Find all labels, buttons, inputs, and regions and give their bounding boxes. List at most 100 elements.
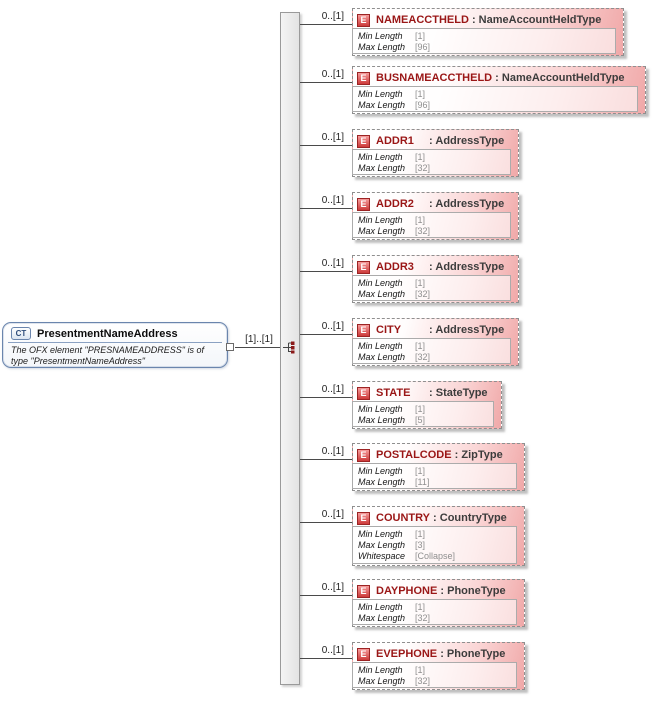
- connector-line: [300, 334, 352, 335]
- element-icon: E: [357, 323, 370, 337]
- complex-type-title: PresentmentNameAddress: [37, 327, 178, 340]
- connector-line: [300, 459, 352, 460]
- element-header: E NAMEACCTHELD : NameAccountHeldType: [353, 9, 623, 28]
- element-node-addr1[interactable]: E ADDR1 : AddressType Min Length[1] Max …: [352, 129, 519, 177]
- complex-type-icon: CT: [11, 327, 31, 340]
- element-type: AddressType: [435, 135, 505, 147]
- facet-label: Max Length: [358, 477, 406, 487]
- element-type: AddressType: [435, 261, 505, 273]
- facet-row: Max Length[5]: [353, 415, 493, 426]
- facet-label: Min Length: [358, 529, 403, 539]
- facet-label: Max Length: [358, 676, 406, 686]
- element-node-city[interactable]: E CITY : AddressType Min Length[1] Max L…: [352, 318, 519, 366]
- facet-value: [1]: [415, 665, 426, 675]
- element-header: E CITY : AddressType: [353, 319, 518, 338]
- facet-value: [1]: [415, 602, 426, 612]
- facet-row: Max Length [32]: [353, 676, 516, 687]
- facet-value: [1]: [415, 529, 426, 539]
- element-header: E STATE : StateType: [353, 382, 501, 401]
- element-header: E DAYPHONE : PhoneType: [353, 580, 524, 599]
- facets-box: Min Length[1] Max Length[96]: [352, 28, 616, 54]
- facet-label: Max Length: [358, 540, 406, 550]
- facet-label: Min Length: [358, 602, 403, 612]
- facets-box: Min Length[1] Max Length[5]: [352, 401, 494, 427]
- element-node-state[interactable]: E STATE : StateType Min Length[1] Max Le…: [352, 381, 502, 429]
- type-separator: :: [426, 387, 436, 399]
- facet-row: Min Length [1]: [353, 602, 516, 613]
- facets-box: Min Length[1] Max Length[32]: [352, 338, 511, 364]
- facet-value: [96]: [415, 42, 431, 52]
- element-type: StateType: [435, 387, 488, 399]
- element-icon: E: [357, 197, 370, 211]
- facets-box: Min Length [1] Max Length [32]: [352, 662, 517, 688]
- cardinality-label: 0..[1]: [321, 446, 344, 457]
- cardinality-label: 0..[1]: [321, 11, 344, 22]
- element-name: EVEPHONE: [376, 648, 438, 660]
- facet-value: [1]: [415, 278, 426, 288]
- complex-type-description: The OFX element "PRESNAMEADDRESS" is of …: [11, 345, 204, 366]
- cardinality-label: [1]..[1]: [245, 334, 273, 345]
- element-node-dayphone[interactable]: E DAYPHONE : PhoneType Min Length [1] Max…: [352, 579, 525, 627]
- facets-box: Min Length [1] Max Length [3] Whitespace [C…: [352, 526, 517, 564]
- complex-type-header: CT PresentmentNameAddress: [3, 323, 227, 341]
- facet-row: Min Length[1]: [353, 341, 510, 352]
- facet-row: Max Length[96]: [353, 100, 637, 111]
- facets-box: Min Length[1] Max Length[32]: [352, 212, 511, 238]
- facet-row: Max Length[32]: [353, 613, 516, 624]
- element-node-postalcode[interactable]: E POSTALCODE : ZipType Min Length [1] Max…: [352, 443, 525, 491]
- expand-handle[interactable]: [226, 343, 234, 351]
- facet-row: Min Length[1]: [353, 278, 510, 289]
- facets-box: Min Length[1] Max Length[32]: [352, 275, 511, 301]
- facet-label: Min Length: [358, 404, 403, 414]
- element-node-busnameacctheld[interactable]: E BUSNAMEACCTHELD : NameAccountHeldType …: [352, 66, 646, 114]
- facet-value: [5]: [415, 415, 426, 425]
- facet-row: Min Length[1]: [353, 215, 510, 226]
- facet-row: Min Length [1]: [353, 665, 516, 676]
- element-icon: E: [357, 584, 370, 598]
- facet-row: Max Length[32]: [353, 289, 510, 300]
- facet-label: Min Length: [358, 215, 403, 225]
- facet-row: Max Length [3]: [353, 540, 516, 551]
- facet-value: [1]: [415, 341, 426, 351]
- facet-value: [Collapse]: [415, 551, 456, 561]
- facet-label: Min Length: [358, 152, 403, 162]
- element-node-country[interactable]: E COUNTRY : CountryType Min Length[1] Ma…: [352, 506, 525, 566]
- type-separator: :: [437, 648, 447, 660]
- element-node-evephone[interactable]: E EVEPHONE : PhoneType Min Length[1] Max…: [352, 642, 525, 690]
- facet-row: Whitespace [Collapse]: [353, 551, 516, 562]
- connector-line: [300, 208, 352, 209]
- facet-row: Max Length[32]: [353, 352, 510, 363]
- cardinality-label: 0..[1]: [321, 384, 344, 395]
- element-node-addr3[interactable]: E ADDR3 : AddressType Min Length[1] Max …: [352, 255, 519, 303]
- type-separator: :: [451, 449, 462, 461]
- element-node-nameacctheld[interactable]: E NAMEACCTHELD : NameAccountHeldType Min…: [352, 8, 624, 56]
- facet-label: Max Length: [358, 226, 406, 236]
- connector-line: [300, 595, 352, 596]
- element-name: DAYPHONE: [376, 585, 438, 597]
- facet-label: Max Length: [358, 352, 406, 362]
- complex-type-node[interactable]: CT PresentmentNameAddress The OFX elemen…: [2, 322, 228, 368]
- facet-value: [32]: [415, 676, 431, 686]
- element-type: AddressType: [435, 324, 505, 336]
- connector-line: [300, 397, 352, 398]
- facet-row: Min Length [1]: [353, 529, 516, 540]
- facet-row: Max Length[11]: [353, 477, 516, 488]
- element-icon: E: [357, 134, 370, 148]
- facet-row: Min Length [1]: [353, 466, 516, 477]
- facets-box: Min Length [1] Max Length[32]: [352, 599, 517, 625]
- facet-value: [1]: [415, 466, 426, 476]
- connector-line: [300, 24, 352, 25]
- facet-label: Min Length: [358, 89, 403, 99]
- element-type: PhoneType: [446, 648, 506, 660]
- facet-label: Whitespace: [358, 551, 406, 561]
- element-header: E ADDR3 : AddressType: [353, 256, 518, 275]
- sequence-bar: [280, 12, 300, 685]
- facet-value: [3]: [415, 540, 426, 550]
- type-separator: :: [468, 14, 479, 26]
- facet-label: Min Length: [358, 665, 403, 675]
- facet-label: Min Length: [358, 466, 403, 476]
- element-header: E POSTALCODE : ZipType: [353, 444, 524, 463]
- element-header: E BUSNAMEACCTHELD : NameAccountHeldType: [353, 67, 645, 86]
- element-type: NameAccountHeldType: [478, 14, 602, 26]
- element-node-addr2[interactable]: E ADDR2 : AddressType Min Length[1] Max …: [352, 192, 519, 240]
